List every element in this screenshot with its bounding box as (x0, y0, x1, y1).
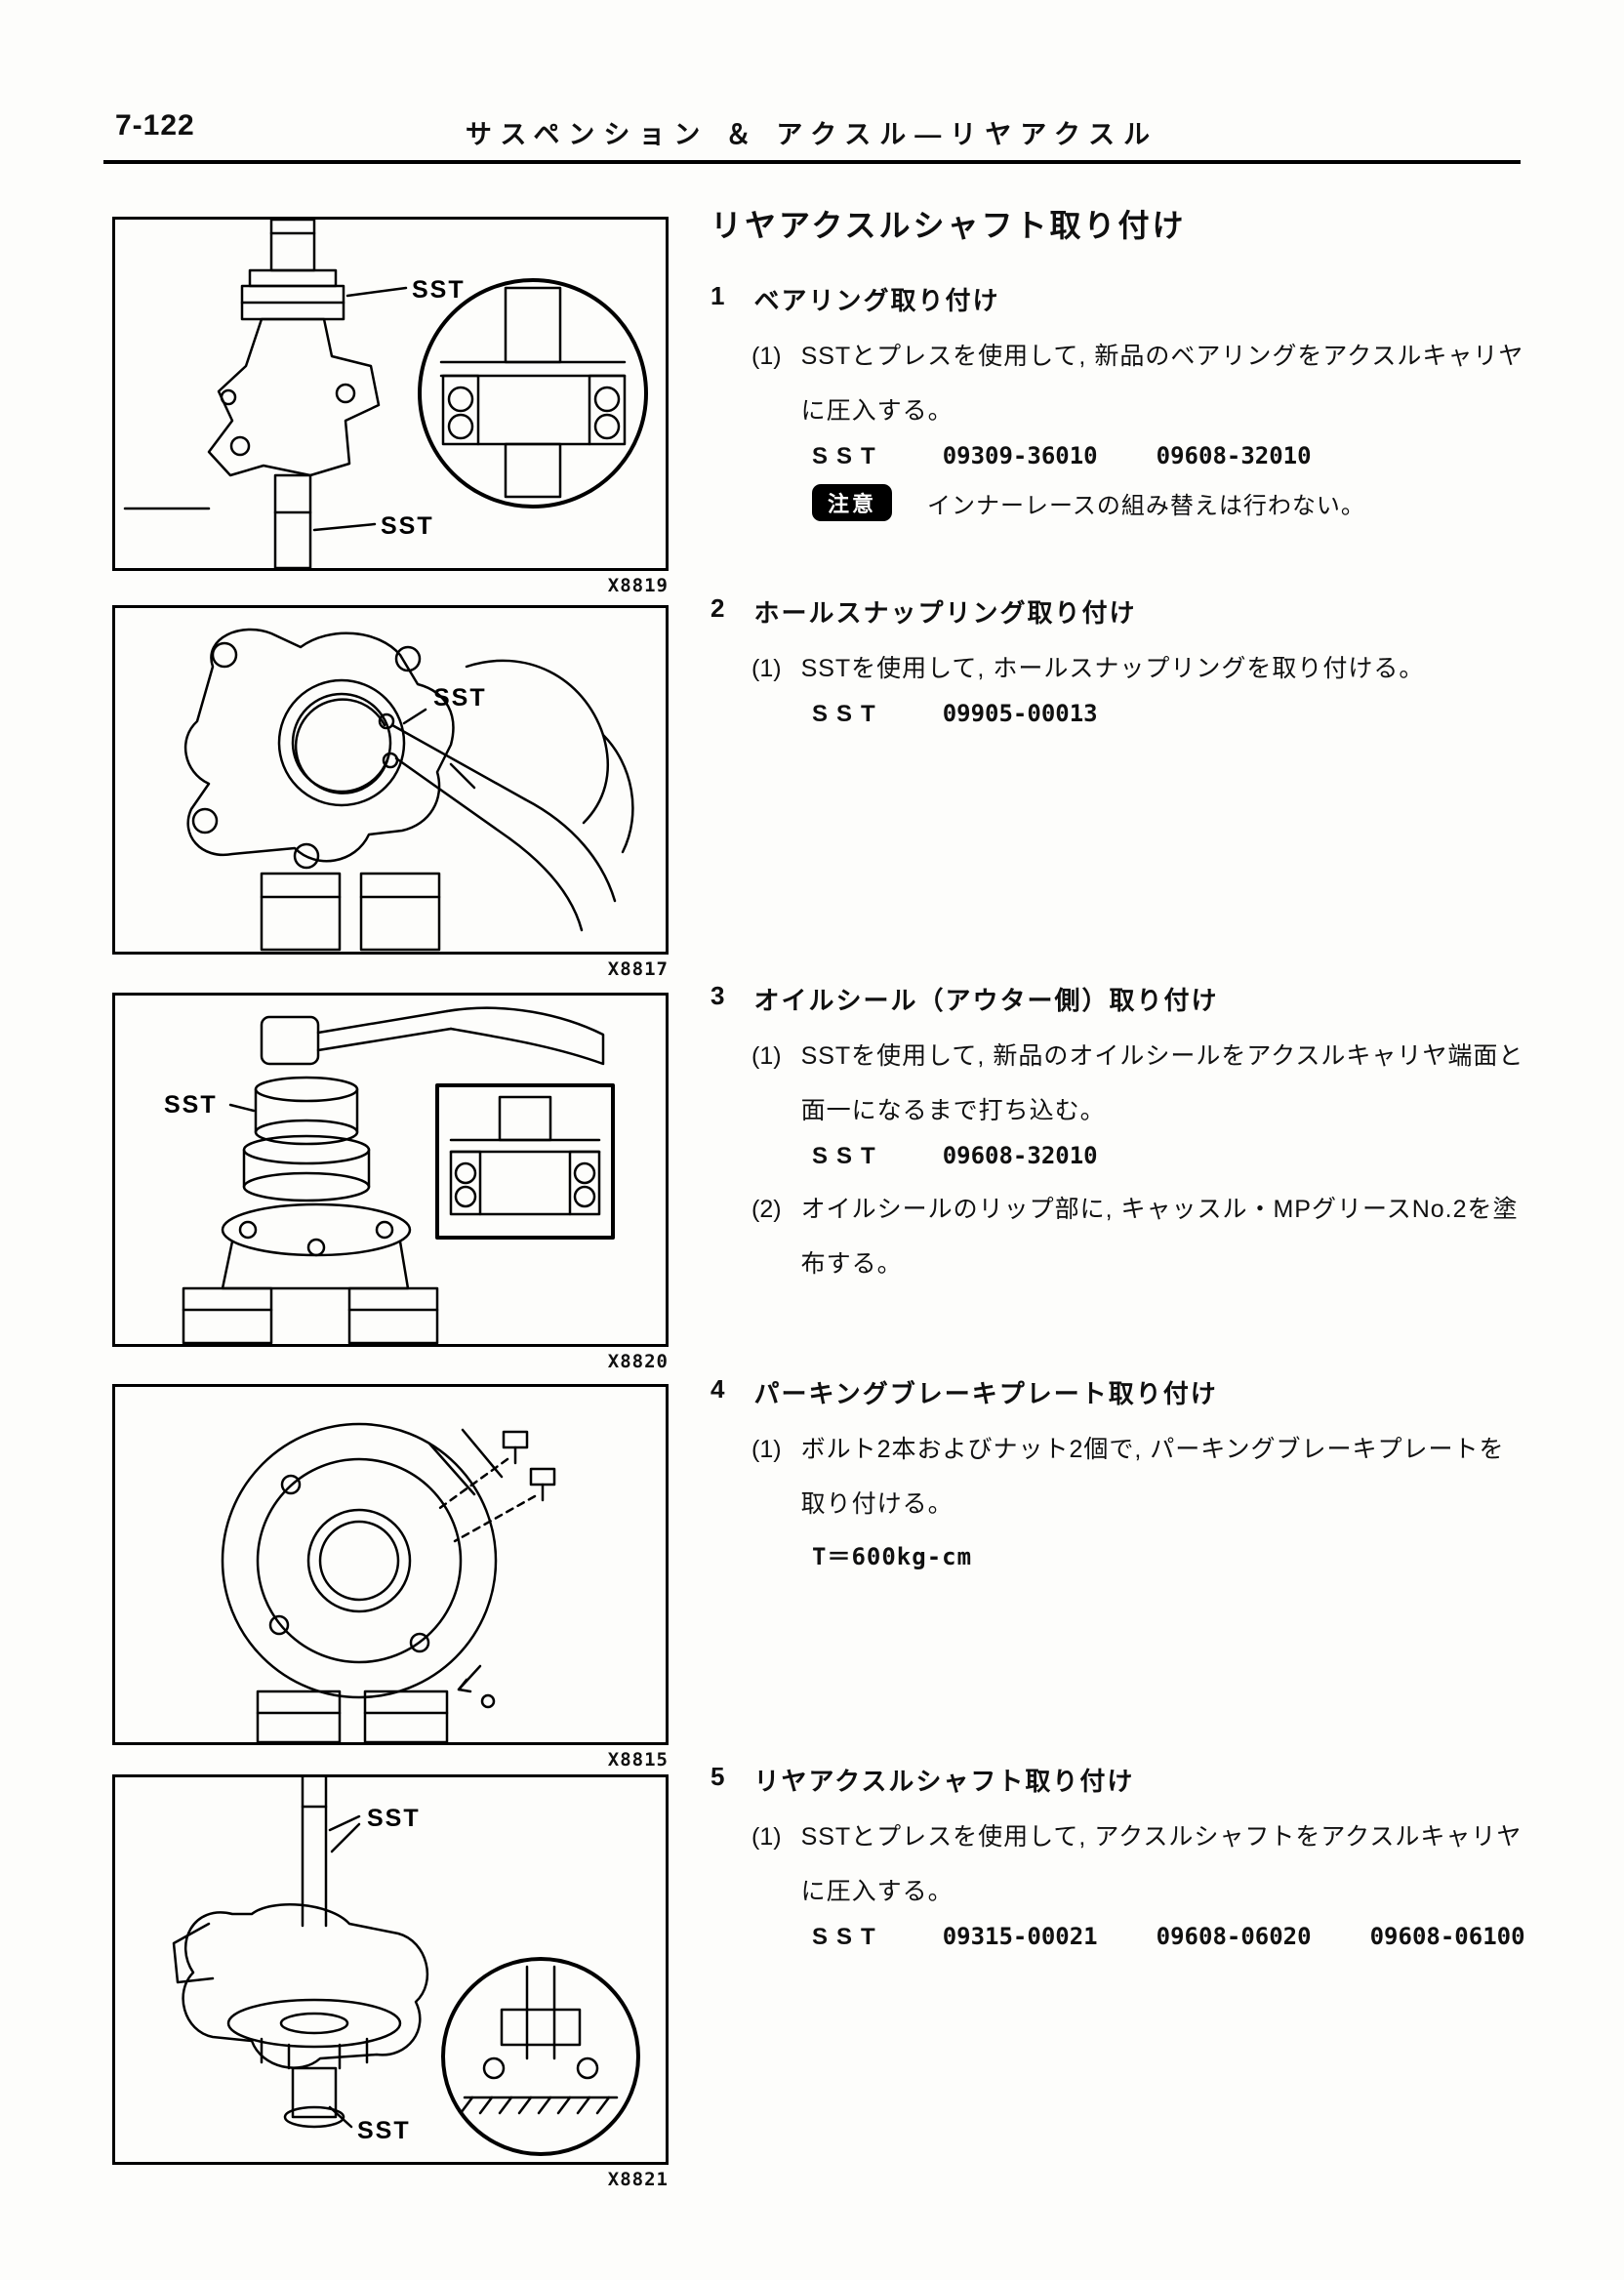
oil-seal-illustration: SST (164, 1006, 615, 1344)
figure-code: X8817 (607, 958, 669, 980)
sst-code: 09905-00013 (942, 700, 1098, 727)
section-heading: 1 ベアリング取り付け (710, 281, 1550, 317)
bearing-press-illustration: SST SST (123, 220, 648, 568)
step-text: SSTとプレスを使用して, 新品のベアリングをアクスルキャリヤに圧入する。 (800, 343, 1524, 425)
sst-line: SST 09608-32010 (812, 1142, 1550, 1170)
step-number: (1) (751, 343, 782, 370)
section-heading: 2 ホールスナップリング取り付け (710, 593, 1550, 630)
step: (1) SSTを使用して, ホールスナップリングを取り付ける。 (751, 641, 1550, 696)
section-brake-plate-install: 4 パーキングブレーキプレート取り付け (1) ボルト2本およびナット2個で, … (710, 1374, 1550, 1571)
section-heading: 5 リヤアクスルシャフト取り付け (710, 1762, 1550, 1798)
step-number: (1) (751, 1823, 782, 1851)
step: (1) SSTとプレスを使用して, 新品のベアリングをアクスルキャリヤに圧入する… (751, 329, 1550, 438)
figure-snap-ring-pliers: SST (112, 605, 669, 955)
sst-label: SST (433, 684, 487, 712)
sst-line: SST 09315-00021 09608-06020 09608-06100 (812, 1923, 1550, 1951)
section-heading: 3 オイルシール（アウター側）取り付け (710, 981, 1550, 1017)
figure-axle-shaft-press: SST SST (112, 1774, 669, 2165)
step: (2) オイルシールのリップ部に, キャッスル・MPグリースNo.2を塗布する。 (751, 1182, 1550, 1291)
figure-code: X8815 (607, 1749, 669, 1771)
figure-code: X8819 (607, 575, 669, 596)
section-title: ベアリング取り付け (753, 286, 1000, 315)
header-title: サスペンション ＆ アクスル―リヤアクスル (465, 120, 1159, 149)
step: (1) SSTとプレスを使用して, アクスルシャフトをアクスルキャリヤに圧入する… (751, 1810, 1550, 1919)
section-title: パーキングブレーキプレート取り付け (753, 1379, 1218, 1408)
caution-note: 注意 インナーレースの組み替えは行わない。 (812, 484, 1550, 521)
step-text: SSTを使用して, ホールスナップリングを取り付ける。 (800, 655, 1425, 682)
section-title: リヤアクスルシャフト取り付け (753, 1767, 1135, 1796)
step: (1) ボルト2本およびナット2個で, パーキングブレーキプレートを取り付ける。 (751, 1422, 1550, 1531)
step-number: (1) (751, 1042, 782, 1070)
sst-label: SST (164, 1091, 218, 1119)
sst-label: SST (381, 512, 434, 540)
section-heading: 4 パーキングブレーキプレート取り付け (710, 1374, 1550, 1410)
sst-label: SST (812, 443, 884, 469)
sst-label: SST (367, 1805, 421, 1832)
sst-code: 09309-36010 (942, 442, 1098, 469)
step-number: (2) (751, 1196, 782, 1223)
sst-code: 09608-32010 (1156, 442, 1312, 469)
sst-line: SST 09905-00013 (812, 700, 1550, 728)
figure-oil-seal-driver: SST (112, 993, 669, 1347)
section-snap-ring-install: 2 ホールスナップリング取り付け (1) SSTを使用して, ホールスナップリン… (710, 593, 1550, 728)
step-text: SSTを使用して, 新品のオイルシールをアクスルキャリヤ端面と面一になるまで打ち… (800, 1042, 1524, 1124)
section-bearing-install: 1 ベアリング取り付け (1) SSTとプレスを使用して, 新品のベアリングをア… (710, 281, 1550, 521)
sst-label: SST (357, 2117, 411, 2144)
figure-bearing-press: SST SST (112, 217, 669, 571)
figure-code: X8820 (607, 1351, 669, 1372)
sst-label: SST (412, 276, 466, 304)
section-number: 2 (710, 593, 727, 623)
page-title: リヤアクスルシャフト取り付け (710, 208, 1187, 243)
step-number: (1) (751, 655, 782, 682)
section-oil-seal-install: 3 オイルシール（アウター側）取り付け (1) SSTを使用して, 新品のオイル… (710, 981, 1550, 1291)
torque-spec: T＝600kg-cm (812, 1543, 973, 1570)
caution-badge: 注意 (812, 484, 893, 521)
section-axle-shaft-install: 5 リヤアクスルシャフト取り付け (1) SSTとプレスを使用して, アクスルシ… (710, 1762, 1550, 1951)
section-title: オイルシール（アウター側）取り付け (753, 986, 1219, 1015)
sst-label: SST (812, 1924, 884, 1950)
step-text: ボルト2本およびナット2個で, パーキングブレーキプレートを取り付ける。 (800, 1436, 1505, 1518)
section-number: 4 (710, 1374, 727, 1404)
section-number: 3 (710, 981, 727, 1010)
section-title: ホールスナップリング取り付け (753, 598, 1137, 628)
step-text: オイルシールのリップ部に, キャッスル・MPグリースNo.2を塗布する。 (800, 1196, 1519, 1278)
sst-label: SST (812, 1143, 884, 1169)
brake-plate-illustration (221, 1422, 556, 1742)
sst-line: SST 09309-36010 09608-32010 (812, 442, 1550, 470)
sst-code: 09315-00021 (942, 1923, 1098, 1950)
sst-code: 09608-06020 (1156, 1923, 1312, 1950)
step: (1) SSTを使用して, 新品のオイルシールをアクスルキャリヤ端面と面一になる… (751, 1029, 1550, 1138)
section-number: 5 (710, 1762, 727, 1791)
figure-parking-brake-plate (112, 1384, 669, 1745)
sst-code: 09608-32010 (942, 1142, 1098, 1169)
header-rule (103, 160, 1521, 164)
sst-code: 09608-06100 (1369, 1923, 1525, 1950)
step-number: (1) (751, 1436, 782, 1463)
sst-label: SST (812, 701, 884, 727)
figure-code: X8821 (607, 2169, 669, 2190)
page-number: 7-122 (115, 109, 195, 142)
caution-text: インナーレースの組み替えは行わない。 (927, 492, 1365, 519)
axle-shaft-illustration: SST SST (172, 1777, 640, 2156)
snap-ring-illustration: SST (183, 628, 634, 952)
section-number: 1 (710, 281, 727, 310)
step-text: SSTとプレスを使用して, アクスルシャフトをアクスルキャリヤに圧入する。 (800, 1823, 1522, 1905)
